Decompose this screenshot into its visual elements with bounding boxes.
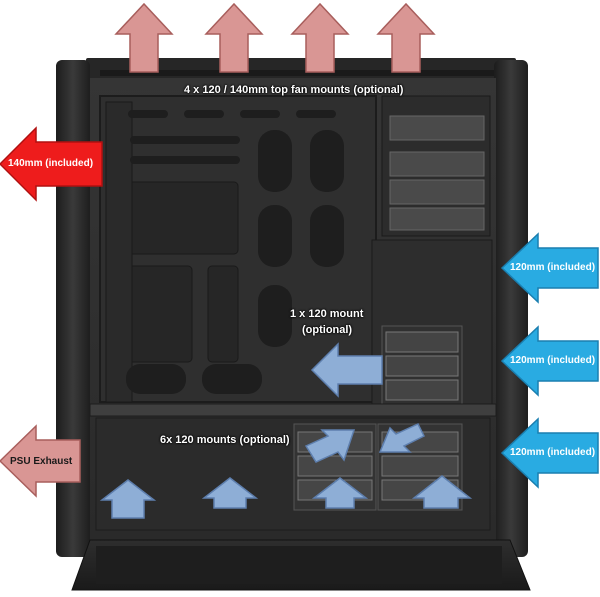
diagonal-arrow-icon [378, 423, 426, 453]
up-arrow-icon [376, 2, 436, 73]
grommet [258, 130, 292, 192]
hdd-tray [385, 379, 459, 401]
up-arrow-icon [204, 2, 264, 73]
front-fan-label-3: 120mm (included) [510, 447, 596, 458]
tray-slot [296, 110, 336, 118]
up-arrow-icon [99, 479, 157, 519]
hdd-tray [385, 331, 459, 353]
drive-bay [389, 207, 485, 231]
grommet [126, 364, 186, 394]
rear-fan-label: 140mm (included) [8, 158, 94, 169]
rear-exhaust-arrow-icon [0, 126, 103, 202]
door-mesh [96, 546, 502, 584]
case-right-pillar [494, 60, 528, 557]
tray-cutout [207, 265, 239, 363]
left-arrow-icon [500, 325, 599, 397]
drive-bay [389, 115, 485, 141]
up-arrow-icon [114, 2, 174, 73]
front-fan-label-2: 120mm (included) [510, 355, 596, 366]
psu-exhaust-arrow-icon [0, 424, 81, 498]
hdd-tray [297, 455, 373, 477]
grommet [310, 205, 344, 267]
mid-mount-label-line2: (optional) [302, 324, 353, 336]
tray-slot [128, 110, 168, 118]
grommet [310, 130, 344, 192]
psu-exhaust-label: PSU Exhaust [10, 456, 73, 467]
hdd-tray [381, 455, 459, 477]
hdd-tray [385, 355, 459, 377]
tray-slot [130, 136, 240, 144]
tray-slot [184, 110, 224, 118]
grommet [202, 364, 262, 394]
mid-mount-label-line1: 1 x 120 mount [290, 308, 364, 320]
drive-bay [389, 179, 485, 205]
tray-slot [240, 110, 280, 118]
tray-cutout [121, 181, 239, 255]
up-arrow-icon [411, 475, 473, 509]
bottom-mounts-label: 6x 120 mounts (optional) [160, 434, 290, 446]
bottom-mount-arrows [99, 423, 473, 519]
front-fan-label-1: 120mm (included) [510, 262, 596, 273]
psu-shroud-divider [89, 403, 497, 417]
drive-bay [389, 151, 485, 177]
up-arrow-icon [311, 477, 369, 509]
top-fan-mounts-label: 4 x 120 / 140mm top fan mounts (optional… [184, 84, 404, 96]
mid-mount-arrow-icon [310, 342, 383, 398]
left-arrow-icon [500, 232, 599, 304]
up-arrow-icon [290, 2, 350, 73]
front-intake-arrows [500, 232, 599, 489]
top-exhaust-arrows [114, 2, 436, 73]
tray-slot [130, 156, 240, 164]
grommet [258, 285, 292, 347]
diagonal-arrow-icon [304, 429, 356, 463]
tray-cutout [105, 101, 133, 403]
left-arrow-icon [500, 417, 599, 489]
top-fan-vent [100, 70, 498, 76]
up-arrow-icon [201, 477, 259, 509]
grommet [258, 205, 292, 267]
